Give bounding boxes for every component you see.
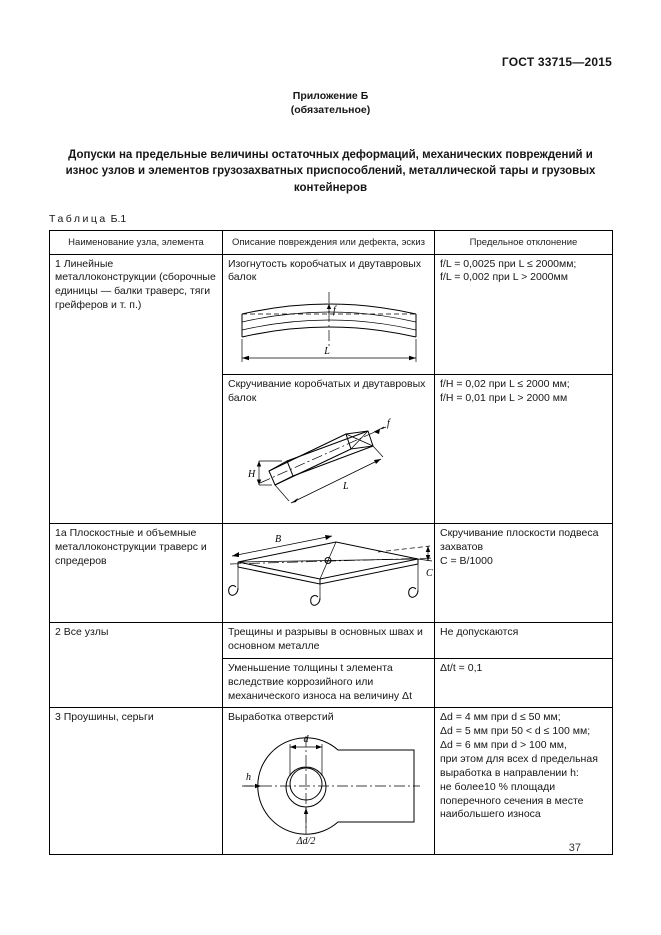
eyelet-label-dd2: Δd/2 — [295, 836, 315, 847]
row4-desc-text: Выработка отверстий — [228, 711, 334, 724]
cell-row3a-description: Трещины и разрывы в основных швах и осно… — [222, 622, 435, 659]
bent-beam-label-L: L — [323, 346, 330, 357]
cell-row3-name: 2 Все узлы — [49, 622, 223, 709]
table-row: 2 Все узлы Трещины и разрывы в основных … — [49, 622, 613, 709]
page-title: Допуски на предельные величины остаточны… — [65, 149, 596, 194]
row2-dev-line2: C = B/1000 — [440, 554, 493, 567]
appendix-title: Приложение Б — [292, 90, 369, 102]
doc-number: ГОСТ 33715—2015 — [501, 55, 612, 69]
cell-row1a-deviation: f/L = 0,0025 при L ≤ 2000мм; f/L = 0,002… — [434, 253, 613, 376]
eyelet-drawing: d h Δd/2 — [241, 734, 420, 847]
header-damage-description: Описание повреждения или дефекта, эскиз — [222, 229, 435, 255]
table-header-row: Наименование узла, элемента Описание пов… — [49, 229, 613, 255]
row1b-dev-line2: f/H = 0,01 при L > 2000 мм — [440, 392, 568, 405]
twisted-beam-label-L: L — [342, 481, 349, 492]
header-limit-deviation: Предельное отклонение — [434, 229, 613, 255]
eyelet-label-h: h — [246, 772, 251, 783]
cell-row1b-deviation: f/H = 0,02 при L ≤ 2000 мм; f/H = 0,01 п… — [434, 374, 613, 525]
twisted-beam-drawing: H L f — [247, 418, 391, 504]
table-row: Скручивание коробчатых и двутавровых бал… — [50, 374, 613, 525]
row4-dev-line2: Δd = 5 мм при 50 < d ≤ 100 мм; — [440, 725, 591, 738]
cell-row1a-description: Изогнутость коробчатых и двутавровых бал… — [222, 253, 435, 376]
cell-row2-deviation: Скручивание плоскости подвеса захватов C… — [434, 523, 613, 624]
row4-dev-line5: не более10 % площади поперечного сечения… — [440, 780, 584, 821]
page-content: ГОСТ 33715—2015 Приложение Б (обязательн… — [49, 55, 613, 856]
table-row: 1 Линейные металлоконструкции (сборочные… — [49, 253, 613, 525]
row4-dev-line3: Δd = 6 мм при d > 100 мм, — [440, 739, 567, 752]
spreader-label-C: C — [426, 568, 433, 579]
row1a-dev-line2: f/L = 0,002 при L > 2000мм — [440, 271, 568, 284]
row1a-dev-line1: f/L = 0,0025 при L ≤ 2000мм; — [440, 257, 577, 270]
eyelet-sketch: d h Δd/2 — [241, 734, 420, 847]
spreader-sketch: B C — [228, 534, 435, 606]
cell-row4-name: 3 Проушины, серьги — [49, 707, 223, 856]
page-number: 37 — [568, 842, 581, 854]
cell-row3a-deviation: Не допускаются — [434, 622, 613, 659]
twisted-beam-sketch: H L f — [247, 418, 391, 504]
cell-row3b-deviation: Δt/t = 0,1 — [434, 657, 613, 709]
row1a-desc-text: Изогнутость коробчатых и двутавровых бал… — [228, 257, 422, 284]
row1b-dev-line1: f/H = 0,02 при L ≤ 2000 мм; — [440, 378, 570, 391]
row4-dev-line1: Δd = 4 мм при d ≤ 50 мм; — [440, 711, 561, 724]
cell-row3b-description: Уменьшение толщины t элемента вследствие… — [222, 657, 435, 709]
bent-beam-sketch: f L — [241, 292, 416, 363]
eyelet-label-d: d — [303, 734, 309, 745]
spreader-drawing: B C — [228, 534, 435, 606]
cell-row4-deviation: Δd = 4 мм при d ≤ 50 мм; Δd = 5 мм при 5… — [434, 707, 613, 856]
table-row: 1а Плоскостные и объемные металлоконстру… — [49, 523, 613, 624]
cell-row1-name: 1 Линейные металлоконструкции (сборочные… — [49, 253, 223, 525]
bent-beam-drawing: f L — [241, 292, 416, 363]
row4-dev-line4: при этом для всех d предельная выработка… — [440, 752, 598, 779]
spreader-label-B: B — [275, 534, 281, 545]
twisted-beam-label-f: f — [387, 418, 391, 429]
table-label-word: Таблица — [49, 212, 108, 225]
table-row: 3 Проушины, серьги Выработка отверстий — [49, 707, 613, 856]
cell-row2-description: B C — [222, 523, 435, 624]
cell-row1b-description: Скручивание коробчатых и двутавровых бал… — [222, 374, 435, 525]
table-row: Уменьшение толщины t элемента вследствие… — [50, 657, 613, 709]
appendix-subtitle: (обязательное) — [290, 104, 371, 117]
cell-row4-description: Выработка отверстий — [222, 707, 435, 856]
twisted-beam-label-H: H — [247, 469, 256, 480]
row2-dev-line1: Скручивание плоскости подвеса захватов — [440, 527, 599, 553]
cell-row2-name: 1а Плоскостные и объемные металлоконстру… — [49, 523, 223, 624]
tolerances-table: Наименование узла, элемента Описание пов… — [49, 229, 613, 856]
row1b-desc-text: Скручивание коробчатых и двутавровых бал… — [228, 378, 426, 405]
header-element-name: Наименование узла, элемента — [49, 229, 223, 255]
bent-beam-label-f: f — [333, 305, 337, 316]
table-label: Таблица Б.1 — [49, 213, 612, 225]
appendix-heading: Приложение Б (обязательное) — [49, 89, 612, 117]
table-label-number: Б.1 — [110, 212, 127, 225]
